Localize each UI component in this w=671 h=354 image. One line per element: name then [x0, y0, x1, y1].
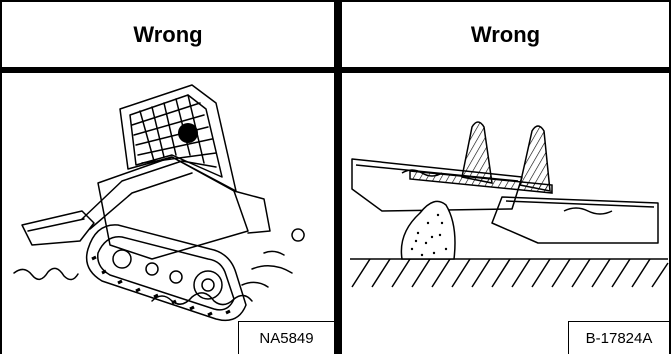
panel-wrong-track: Wrong	[342, 0, 671, 354]
figure-id-label: B-17824A	[568, 321, 669, 354]
panel-divider	[334, 0, 342, 354]
panel-heading: Wrong	[342, 0, 669, 73]
loader-illustration	[2, 73, 334, 354]
loader-drawing	[2, 73, 334, 354]
track-drawing	[342, 73, 669, 354]
track-illustration	[342, 73, 669, 354]
panel-wrong-loader: Wrong	[0, 0, 334, 354]
panel-heading: Wrong	[2, 0, 334, 73]
figure-id-label: NA5849	[238, 321, 334, 354]
